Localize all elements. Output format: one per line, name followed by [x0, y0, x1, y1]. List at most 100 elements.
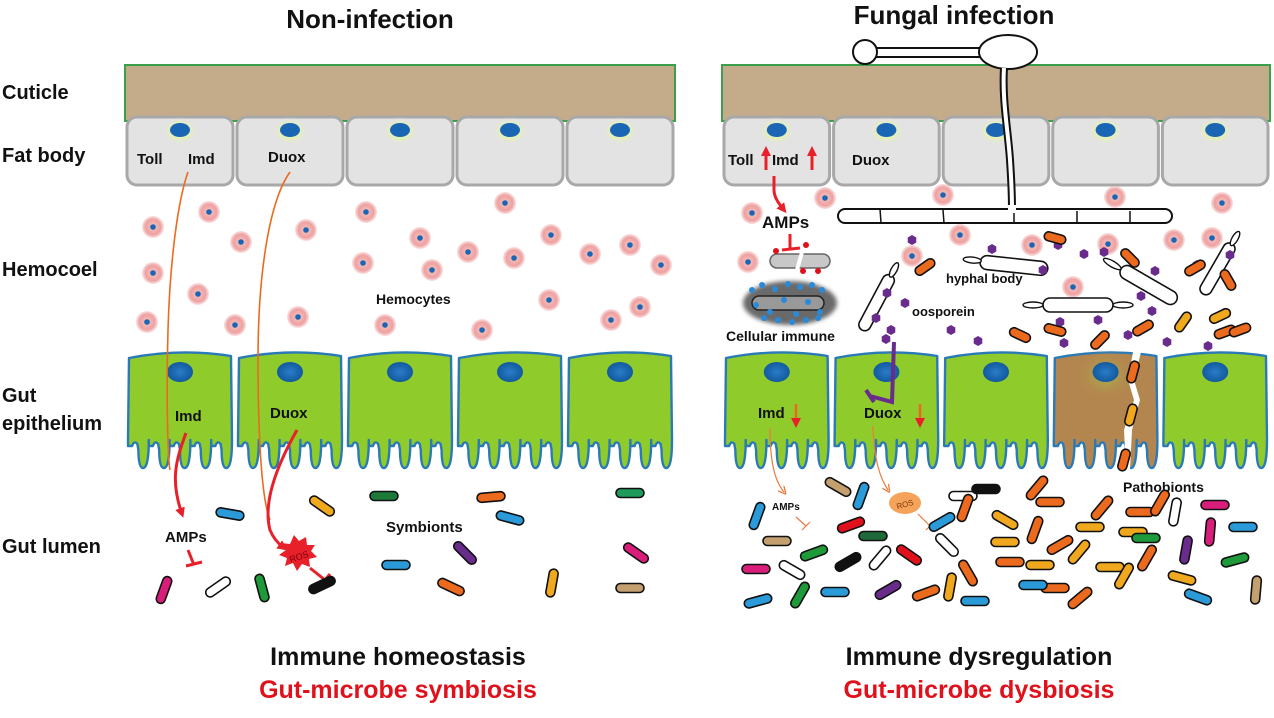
hemocytes-group [136, 192, 672, 341]
oosporein-molecule [1136, 291, 1146, 301]
bacterium [204, 576, 232, 598]
ros-cloud-infected: ROS [889, 492, 921, 514]
hyphal-body-label: hyphal body [946, 271, 1023, 286]
lysed-bacterium [769, 242, 831, 274]
symbiont-bacteria-group [155, 487, 650, 605]
gut-epithelial-cell [346, 351, 454, 470]
bacterium [1043, 231, 1067, 245]
fat-body-cell [832, 115, 941, 187]
oosporein-molecule [1162, 337, 1172, 347]
gut-cell-nucleus [873, 362, 900, 382]
bacterium [943, 572, 957, 602]
imd-to-amps-arrow-infected [772, 176, 787, 214]
bacterium [858, 530, 888, 542]
bacterium [1035, 496, 1065, 508]
bacterium [1228, 322, 1252, 338]
row-label-fat-body: Fat body [2, 145, 86, 167]
lumen-label-amps-infected: AMPs [772, 502, 800, 513]
gut-epithelial-cell [833, 351, 940, 470]
bacterium [381, 559, 411, 571]
imd-to-amps-arrow [173, 432, 188, 518]
fat-imd-signal-line [166, 171, 189, 471]
gut-epithelium-layer-infected [723, 349, 1269, 480]
oosporein-molecule [1123, 330, 1133, 340]
bacterium [934, 532, 960, 558]
symbionts-label: Symbionts [386, 519, 463, 536]
bacterium [1136, 544, 1158, 572]
oosporein-molecule [1055, 317, 1065, 327]
fat-cell-nucleus [766, 123, 787, 137]
fat-cell-nucleus [500, 123, 520, 137]
bacterium [1067, 539, 1091, 565]
right-panel: Toll Imd Duox AMPs Cellular immune hyph [721, 34, 1271, 704]
bacterium [1184, 259, 1206, 277]
bacterium [874, 579, 902, 601]
gut-cell-nucleus [763, 362, 790, 382]
bacterium [799, 544, 829, 562]
bacterium [852, 481, 870, 511]
bacterium [369, 490, 399, 502]
fat-label-duox: Duox [268, 149, 306, 166]
gut-cell-nucleus [277, 362, 303, 382]
bacterium [155, 575, 173, 605]
bacterium [1149, 489, 1171, 517]
gut-cell-nucleus [983, 362, 1009, 382]
pathobiont-bacteria-group [741, 360, 1263, 610]
gut-epithelial-cell [236, 351, 344, 470]
oosporein-molecule [973, 336, 983, 346]
fat-cell-nucleus [610, 123, 630, 137]
fat-body-layer [125, 115, 675, 187]
fat-body-layer-infected [722, 115, 1270, 187]
encapsulated-bacterium [743, 281, 837, 325]
fat-cell-nucleus [876, 123, 897, 137]
right-caption-microbe: Gut-microbe dysbiosis [844, 676, 1115, 704]
bacterium [615, 582, 645, 594]
fungal-spore [852, 34, 1038, 70]
hyphal-bodies [858, 230, 1241, 332]
oosporein-molecule [987, 244, 997, 254]
fat-cell-nucleus [1205, 123, 1226, 137]
amps-label-infected: AMPs [762, 213, 809, 232]
bacterium [1208, 307, 1232, 325]
bacterium [762, 535, 792, 547]
bacterium [622, 542, 650, 564]
bacterium [1008, 326, 1032, 344]
oosporein-molecule [907, 235, 917, 245]
oosporein-molecule [1099, 247, 1109, 257]
cellular-immune-label: Cellular immune [726, 328, 835, 344]
imd-to-amps-thin-arrow [769, 427, 784, 492]
fat-cell-nucleus [390, 123, 410, 137]
bacterium [743, 593, 773, 609]
amps-inhibit-mark [185, 549, 203, 568]
gut-epithelial-cell [456, 351, 564, 470]
row-label-cuticle: Cuticle [2, 82, 69, 104]
bacterium [834, 551, 862, 573]
oosporein-molecule [1147, 306, 1157, 316]
oosporein-label: oosporein [912, 304, 975, 319]
fat-cell-nucleus [280, 123, 300, 137]
row-labels: Cuticle Fat body Hemocoel Gut epithelium… [2, 82, 102, 558]
row-label-hemocoel: Hemocoel [2, 259, 98, 281]
right-caption-immune: Immune dysregulation [846, 643, 1113, 671]
row-label-epithelium: epithelium [2, 413, 102, 435]
bacterium [1025, 475, 1049, 501]
bacterium [476, 490, 506, 504]
bacterium [1168, 497, 1182, 527]
fat-label-imd-infected: Imd [772, 152, 799, 169]
bacterium [911, 584, 941, 602]
bacterium [824, 476, 852, 498]
bacterium [895, 544, 923, 566]
left-caption-microbe: Gut-microbe symbiosis [259, 676, 537, 704]
bacterium [991, 509, 1019, 531]
gut-label-imd: Imd [175, 408, 202, 425]
oosporein-molecule [1203, 341, 1213, 351]
bacterium [836, 516, 866, 534]
bacterium [1249, 575, 1263, 605]
row-label-gut-lumen: Gut lumen [2, 536, 101, 558]
duox-to-ros-thin-arrow [872, 425, 888, 490]
bacterium [868, 545, 892, 571]
oosporein-molecule [1093, 315, 1103, 325]
bacterium [960, 595, 990, 607]
left-panel: Toll Imd Duox Hemocytes Imd Duox AMPs RO… [124, 64, 676, 704]
bacterium [308, 495, 336, 517]
